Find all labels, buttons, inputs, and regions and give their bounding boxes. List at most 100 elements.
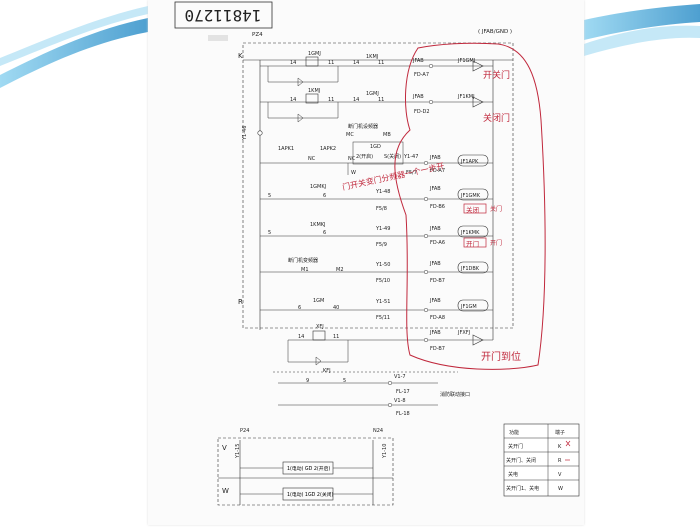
legend-table: 功能 端子 关开门 K 关开门、关闭 R 关电 V 关开门1、关电 W [503, 423, 580, 497]
svg-text:JF1APK: JF1APK [460, 159, 479, 165]
svg-text:V: V [222, 444, 227, 452]
row-1GMJ: 1GMJ 14 11 1KMJ 14 11 JFAB JF1GMJ FD-A7 [260, 51, 493, 87]
svg-text:14: 14 [290, 60, 296, 66]
svg-text:FD-A8: FD-A8 [430, 315, 445, 321]
row-1KMKJ: 1KMKJ 5 6 Y1-49 F5/9 JFAB FD-A6 JF1KMK [260, 222, 493, 248]
svg-text:FD-B6: FD-B6 [430, 204, 445, 210]
svg-text:开门: 开门 [466, 239, 479, 248]
svg-text:N24: N24 [373, 428, 383, 434]
svg-text:F5/9: F5/9 [376, 242, 387, 248]
svg-text:JF1GMK: JF1GMK [460, 193, 481, 199]
svg-text:Y1-10: Y1-10 [382, 444, 388, 459]
svg-text:JFAB: JFAB [429, 261, 441, 267]
svg-text:6: 6 [323, 230, 326, 236]
svg-text:R: R [558, 458, 562, 464]
row-1GMKJ: 1GMKJ 5 6 Y1-48 F5/8 JFAB FD-B6 JF1GMK [260, 184, 493, 212]
svg-text:M1: M1 [301, 267, 309, 273]
svg-text:FD-B7: FD-B7 [430, 278, 445, 284]
svg-text:JF1KMK: JF1KMK [460, 230, 480, 236]
svg-text:6: 6 [298, 305, 301, 311]
svg-text:F5/11: F5/11 [376, 315, 390, 321]
svg-text:1KMJ: 1KMJ [366, 54, 378, 60]
svg-text:14: 14 [353, 97, 359, 103]
svg-text:5: 5 [268, 230, 271, 236]
svg-text:Y1-48: Y1-48 [375, 189, 390, 195]
svg-text:Y1-51: Y1-51 [375, 299, 390, 305]
svg-text:40: 40 [333, 305, 339, 311]
svg-text:JFAB: JFAB [429, 226, 441, 232]
rail-r: R [238, 298, 243, 306]
svg-text:M2: M2 [336, 267, 344, 273]
svg-text:1KMJ: 1KMJ [308, 88, 320, 94]
svg-text:1GD: 1GD [370, 144, 381, 150]
svg-text:FD-B7: FD-B7 [430, 346, 445, 352]
svg-text:1GMKJ: 1GMKJ [310, 184, 326, 190]
svg-text:关电: 关电 [508, 471, 518, 478]
svg-text:JFAB: JFAB [412, 58, 424, 64]
svg-text:JF1KMJ: JF1KMJ [457, 94, 475, 100]
note-bottom: 开门到位 [481, 350, 521, 363]
svg-text:F5/8: F5/8 [376, 206, 387, 212]
svg-text:消防联动接口: 消防联动接口 [440, 391, 470, 398]
smudge [208, 35, 228, 41]
svg-text:1APK2: 1APK2 [320, 146, 336, 152]
svg-text:断门机变频器: 断门机变频器 [288, 257, 318, 264]
svg-text:FD-D2: FD-D2 [414, 109, 430, 115]
svg-text:Y1-50: Y1-50 [375, 262, 390, 268]
left-bus-label: Y1-46 [242, 126, 248, 141]
svg-text:11: 11 [328, 60, 334, 66]
svg-text:断门机设频器: 断门机设频器 [348, 123, 378, 130]
svg-text:FD-A7: FD-A7 [414, 72, 429, 78]
svg-text:关开门、关闭: 关开门、关闭 [506, 457, 536, 464]
title-ref: ( JFAB/GND ) [478, 29, 512, 35]
svg-text:V: V [558, 472, 562, 478]
svg-text:Y1-47: Y1-47 [403, 154, 418, 160]
svg-text:FL-17: FL-17 [396, 389, 410, 395]
svg-text:Y1-49: Y1-49 [375, 226, 390, 232]
red-circle-outline [394, 42, 546, 370]
svg-text:NC: NC [348, 156, 356, 162]
note-open-close: 开关门 [483, 69, 510, 81]
svg-text:S(关闭): S(关闭) [384, 153, 401, 160]
svg-text:F5/7: F5/7 [406, 170, 417, 176]
svg-text:F5/10: F5/10 [376, 278, 390, 284]
svg-text:端子: 端子 [555, 429, 565, 436]
svg-text:JFAB: JFAB [429, 330, 441, 336]
svg-text:K: K [558, 444, 562, 450]
svg-text:1GMJ: 1GMJ [366, 91, 379, 97]
left-bus-terminal [257, 130, 263, 136]
svg-text:W: W [558, 486, 563, 492]
svg-text:11: 11 [333, 334, 339, 340]
swoosh-right-1 [584, 4, 700, 40]
svg-text:1KMKJ: 1KMKJ [310, 222, 326, 228]
svg-text:1GM: 1GM [313, 298, 324, 304]
svg-text:14: 14 [290, 97, 296, 103]
doc-number-box: 14811270 [174, 1, 273, 29]
swoosh-right-2 [584, 25, 700, 56]
lower-power-panel: P24 N24 V W Y1-15 Y1-10 1(电动) GD 2(开启) 1… [217, 428, 394, 506]
svg-text:开门: 开门 [490, 239, 502, 247]
swoosh-left-2 [0, 6, 148, 66]
svg-text:V1-8: V1-8 [394, 398, 406, 404]
svg-text:V1-7: V1-7 [394, 374, 406, 380]
swoosh-left-1 [0, 18, 148, 88]
svg-text:FL-18: FL-18 [396, 411, 410, 417]
row-1KMJ: 1KMJ 14 11 1GMJ 14 11 JFAB JF1KMJ FD-D2 [260, 88, 493, 123]
svg-text:1APK1: 1APK1 [278, 146, 294, 152]
row-1DBK: 断门机变频器 M1 M2 Y1-50 F5/10 JFAB FD-B7 JF1D… [260, 257, 493, 284]
svg-text:JF1GMJ: JF1GMJ [457, 58, 475, 64]
svg-text:关开门: 关开门 [508, 443, 523, 450]
svg-text:5: 5 [268, 193, 271, 199]
scanned-schematic-page: 14811270 PZ4 ( JFAB/GND ) K R Y1-46 1GMJ… [148, 0, 584, 525]
svg-text:W: W [222, 487, 229, 495]
panel-code: PZ4 [252, 32, 263, 38]
svg-text:XFJ: XFJ [316, 324, 324, 330]
kfj-section: KFJ 9 5 V1-7 FL-17 消防联动接口 V1-8 FL-18 [273, 368, 470, 417]
row-XFJ: XFJ 14 11 JFAB JFXFJ FD-B7 [287, 324, 493, 366]
svg-text:P24: P24 [240, 428, 249, 434]
row-1APK: 断门机设频器 MC MB 1APK1 1APK2 NC NC 1GD 2(开启)… [260, 123, 493, 176]
svg-text:NC: NC [308, 156, 316, 162]
svg-text:功能: 功能 [509, 429, 519, 436]
svg-text:JFAB: JFAB [429, 155, 441, 161]
